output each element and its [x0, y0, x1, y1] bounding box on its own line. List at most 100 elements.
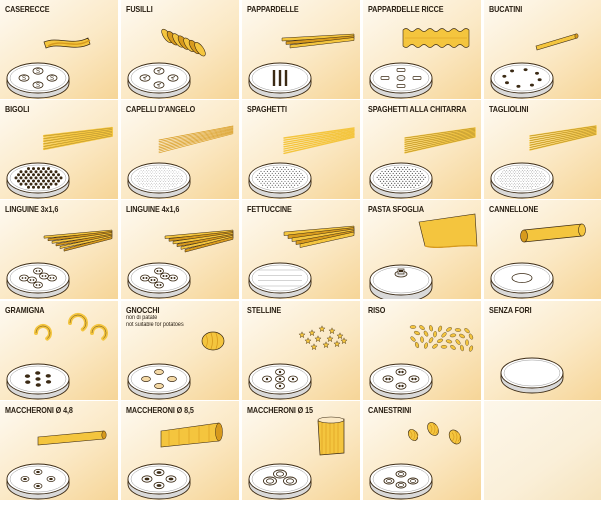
cell-artwork: [500, 357, 564, 394]
die-disc-icon: [490, 162, 554, 199]
die-disc-icon: [248, 463, 312, 500]
riso-pasta-icon: [409, 324, 474, 352]
cell-stelline: STELLINE: [242, 300, 360, 400]
cell-artwork: [248, 226, 355, 299]
svg-text:S: S: [50, 76, 54, 82]
spaghetti-pasta-icon: [283, 127, 355, 155]
pasta-label: TAGLIOLINI: [489, 104, 529, 115]
cell-canestrini: CANESTRINI: [363, 400, 481, 500]
cell-spaghetti-chitarra: SPAGHETTI ALLA CHITARRA: [363, 100, 481, 200]
pasta-label: FETTUCCINE: [247, 204, 292, 215]
cell-artwork: [248, 33, 355, 99]
svg-text:S: S: [36, 83, 40, 89]
pasta-label: CASERECCE: [5, 4, 50, 14]
linguine-pasta-icon: [43, 230, 113, 252]
fusilli-pasta-icon: [161, 28, 206, 57]
pasta-note: non di patate: [126, 314, 158, 321]
cell-artwork: [248, 324, 348, 400]
pasta-label: STELLINE: [247, 304, 282, 315]
pasta-label: BIGOLI: [5, 104, 30, 115]
pasta-note: not suitable for potatoes: [126, 321, 184, 328]
maccheroni-pasta-icon: [160, 422, 223, 448]
die-disc-icon: [490, 262, 554, 299]
svg-text:S: S: [22, 76, 26, 82]
capelli-pasta-icon: [158, 125, 234, 154]
pasta-label: LINGUINE 3x1,6: [5, 204, 59, 215]
maccheroni-pasta-icon: [37, 430, 107, 446]
die-disc-icon: [369, 162, 433, 199]
pasta-label: GNOCCHI: [126, 304, 160, 315]
pasta-label: SPAGHETTI ALLA CHITARRA: [368, 104, 467, 115]
pappardelle-pasta-icon: [281, 33, 355, 49]
pasta-label: RISO: [368, 304, 386, 315]
pasta-label: MACCHERONI Ø 15: [247, 404, 313, 415]
cell-artwork: [127, 331, 225, 400]
cell-artwork: [490, 33, 579, 99]
cell-bigoli: BIGOLI: [0, 100, 118, 200]
pasta-label: LINGUINE 4x1,6: [126, 204, 180, 215]
cell-bucatini: BUCATINI: [484, 0, 601, 99]
cell-artwork: [6, 127, 114, 199]
cell-artwork: [248, 416, 345, 500]
die-disc-icon: [127, 363, 191, 400]
die-disc-icon: [248, 363, 312, 400]
die-disc-icon: [369, 463, 433, 500]
pasta-label: MACCHERONI Ø 4,8: [5, 404, 73, 415]
cell-maccheroni-15: MACCHERONI Ø 15: [242, 400, 360, 500]
die-disc-icon: [127, 463, 191, 500]
die-disc-icon: [6, 463, 70, 500]
cell-artwork: [127, 422, 223, 500]
cell-artwork: [127, 230, 234, 299]
cell-pasta-sfoglia: PASTA SFOGLIA: [363, 200, 481, 300]
cell-artwork: [490, 125, 597, 199]
pasta-label: PAPPARDELLE RICCE: [368, 4, 444, 14]
cannellone-pasta-icon: [520, 224, 586, 243]
chitarra-pasta-icon: [404, 127, 476, 154]
die-disc-icon: [127, 62, 191, 99]
canestrini-pasta-icon: [407, 421, 462, 445]
cell-pappardelle: PAPPARDELLE: [242, 0, 360, 99]
cell-linguine-4x16: LINGUINE 4x1,6: [121, 200, 239, 300]
cell-maccheroni-48: MACCHERONI Ø 4,8: [0, 400, 118, 500]
cell-artwork: [369, 421, 462, 500]
pasta-label: FUSILLI: [126, 4, 153, 14]
cell-empty: [484, 400, 601, 500]
bigoli-pasta-icon: [42, 127, 114, 151]
linguine-pasta-icon: [164, 230, 234, 253]
tagliolini-pasta-icon: [529, 125, 597, 151]
stelline-pasta-icon: [298, 324, 348, 350]
cell-senza-fori: SENZA FORI: [484, 300, 601, 400]
pasta-label: CANNELLONE: [489, 204, 539, 215]
cell-artwork: [127, 125, 234, 199]
cell-fettuccine: FETTUCCINE: [242, 200, 360, 300]
cell-gramigna: GRAMIGNA: [0, 300, 118, 400]
bucatini-pasta-icon: [535, 33, 579, 51]
cell-cannellone: CANNELLONE: [484, 200, 601, 300]
die-disc-icon: [490, 62, 554, 99]
gnocchi-pasta-icon: [201, 331, 225, 350]
cell-artwork: [6, 230, 113, 299]
cell-artwork: [127, 28, 206, 99]
pasta-label: SENZA FORI: [489, 304, 532, 315]
cell-pappardelle-ricce: PAPPARDELLE RICCE: [363, 0, 481, 99]
die-disc-icon: [500, 357, 564, 394]
cell-capelli-dangelo: CAPELLI D'ANGELO: [121, 100, 239, 200]
cell-artwork: [369, 127, 476, 199]
die-disc-icon: [6, 363, 70, 400]
die-disc-icon: [6, 262, 70, 299]
cell-artwork: [248, 127, 355, 199]
cell-artwork: [6, 312, 108, 400]
die-disc-icon: [248, 162, 312, 199]
fettuccine-pasta-icon: [283, 226, 355, 249]
cell-artwork: [369, 28, 470, 99]
cell-tagliolini: TAGLIOLINI: [484, 100, 601, 200]
cell-artwork: [6, 430, 107, 500]
cell-artwork: [369, 324, 474, 400]
pasta-label: GRAMIGNA: [5, 304, 45, 315]
maccheroni-pasta-icon: [317, 416, 345, 456]
die-disc-icon: [369, 363, 433, 400]
